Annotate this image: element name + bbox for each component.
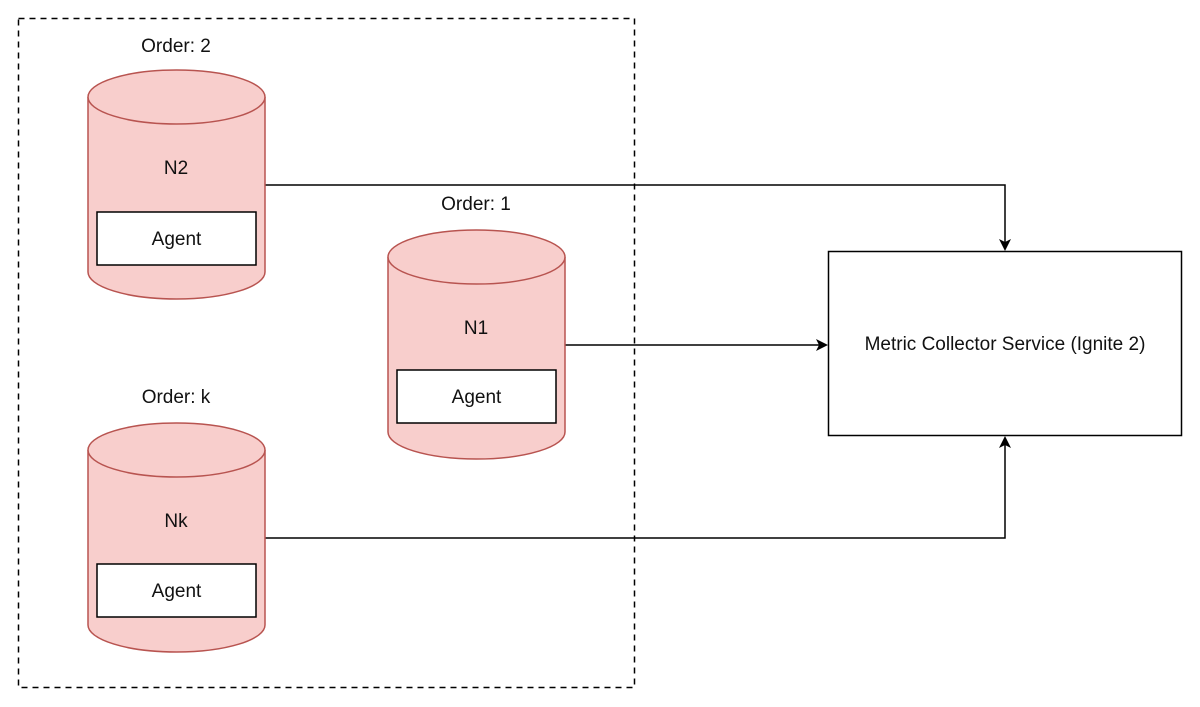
cylinder-body: [387, 257, 566, 460]
node-group-boundary: [17, 17, 636, 689]
node-order-label: Order: 2: [141, 36, 211, 57]
edge-nk-to-collector: [265, 436, 1011, 539]
node-order-label: Order: k: [142, 387, 211, 408]
metric-collector-service[interactable]: Metric Collector Service (Ignite 2): [827, 250, 1183, 437]
node-nk[interactable]: Order: k Nk Agent: [87, 387, 266, 653]
agent-label: Agent: [452, 387, 502, 408]
node-order-label: Order: 1: [441, 194, 511, 215]
agent-box[interactable]: [96, 563, 257, 618]
collector-box[interactable]: [827, 250, 1183, 437]
node-name: Nk: [164, 511, 188, 532]
cylinder-body: [87, 97, 266, 300]
cylinder-top: [87, 69, 266, 125]
node-name: N2: [164, 158, 188, 179]
agent-label: Agent: [152, 581, 202, 602]
agent-box[interactable]: [396, 369, 557, 424]
cylinder-top: [87, 422, 266, 478]
node-n2[interactable]: Order: 2 N2 Agent: [87, 36, 266, 300]
cylinder-top: [387, 229, 566, 285]
agent-label: Agent: [152, 229, 202, 250]
collector-label: Metric Collector Service (Ignite 2): [865, 334, 1146, 355]
node-n1[interactable]: Order: 1 N1 Agent: [387, 194, 566, 460]
agent-box[interactable]: [96, 211, 257, 266]
node-name: N1: [464, 318, 488, 339]
cylinder-body: [87, 450, 266, 653]
edge-n2-to-collector: [265, 184, 1011, 251]
